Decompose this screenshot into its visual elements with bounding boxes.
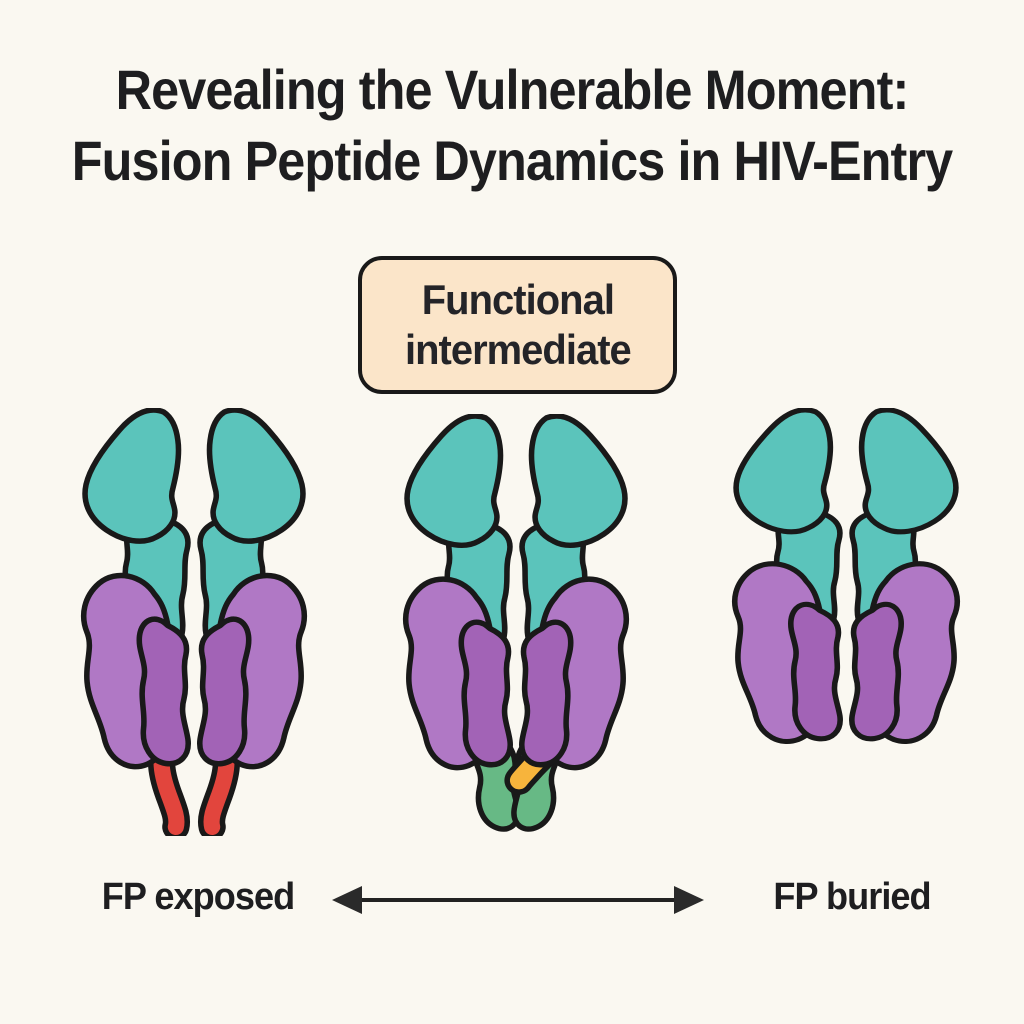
teal-head-blob: [531, 416, 624, 545]
teal-head-blob: [862, 410, 956, 532]
fp-exposed-label: FP exposed: [101, 876, 295, 918]
functional-intermediate-callout: Functional intermediate: [358, 256, 677, 394]
teal-head-blob: [407, 416, 500, 545]
inner-purple-blob: [461, 622, 510, 765]
inner-purple-blob: [852, 604, 901, 738]
double-headed-arrow: [332, 886, 704, 914]
callout-text: Functional intermediate: [404, 275, 632, 375]
inner-purple-blob: [200, 619, 249, 764]
title-line-1: Revealing the Vulnerable Moment:: [115, 58, 910, 121]
teal-head-blob: [736, 410, 830, 532]
arrow-head-right: [674, 886, 704, 914]
title-line-2: Fusion Peptide Dynamics in HIV-Entry: [71, 129, 953, 192]
trimer-functional-intermediate: [400, 414, 632, 836]
figure-title: Revealing the Vulnerable Moment: Fusion …: [51, 54, 973, 196]
trimer-fp-exposed: [78, 408, 310, 836]
arrow-head-left: [332, 886, 362, 914]
inner-purple-blob: [139, 619, 188, 764]
callout-line-1: Functional: [421, 276, 614, 323]
teal-head-blob: [85, 410, 178, 541]
inner-purple-blob: [522, 622, 571, 765]
teal-head-blob: [209, 410, 302, 541]
inner-purple-blob: [791, 604, 840, 738]
callout-line-2: intermediate: [404, 326, 632, 373]
fp-buried-label: FP buried: [773, 876, 931, 918]
trimer-fp-buried: [729, 408, 963, 806]
